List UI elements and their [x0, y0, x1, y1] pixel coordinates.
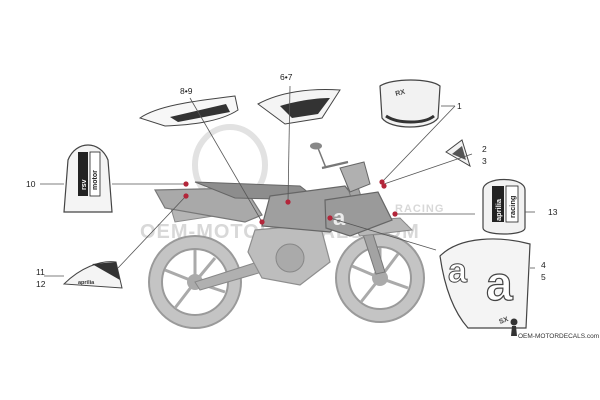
leader-lines	[40, 85, 535, 277]
decal-4-5: a a SX	[439, 238, 531, 329]
callout-3: 3	[482, 156, 487, 166]
decal-6-7	[257, 89, 341, 125]
radiator-shroud	[324, 191, 393, 237]
callout-12: 12	[36, 279, 46, 289]
callout-5: 5	[541, 272, 546, 282]
decal-10-text-rsv: rsv	[81, 179, 88, 190]
decal-1: RX	[379, 79, 441, 128]
callout-2: 2	[482, 144, 487, 154]
callout-1: 1	[457, 101, 462, 111]
svg-text:a: a	[333, 205, 346, 230]
headlight-fairing	[339, 161, 371, 193]
callout-8-9: 8•9	[180, 86, 193, 96]
logo-icon	[510, 318, 518, 326]
svg-text:RX: RX	[395, 89, 407, 98]
decal-13-text-racing: racing	[508, 195, 517, 218]
decal-13: aprilia racing	[482, 179, 526, 235]
motorcycle-illustration: a	[148, 142, 425, 329]
callout-4: 4	[541, 260, 546, 270]
callout-10: 10	[26, 179, 36, 189]
svg-text:SX: SX	[498, 316, 509, 326]
decal-10: rsv motor	[63, 144, 113, 213]
decal-2-3	[445, 139, 471, 168]
callout-13: 13	[548, 207, 558, 217]
callout-11: 11	[36, 267, 45, 277]
attachment-markers	[183, 179, 398, 225]
callout-6-7: 6•7	[280, 72, 293, 82]
decal-10-text-motor: motor	[92, 170, 99, 190]
decal-8-9	[138, 95, 239, 127]
site-logo: OEM-MOTORDECALS.com	[510, 318, 599, 340]
decal-11-12: aprilia	[62, 261, 123, 289]
svg-text:a: a	[486, 258, 513, 311]
callout-labels: 8•9 6•7 1 2 3 13 10 11 12 4 5	[26, 72, 558, 289]
watermark-racing: RACING	[395, 203, 444, 215]
decal-11-text: aprilia	[78, 280, 95, 286]
decal-13-text-aprilia: aprilia	[494, 198, 503, 221]
logo-text: OEM-MOTORDECALS.com	[518, 333, 599, 340]
svg-text:a: a	[448, 252, 468, 290]
